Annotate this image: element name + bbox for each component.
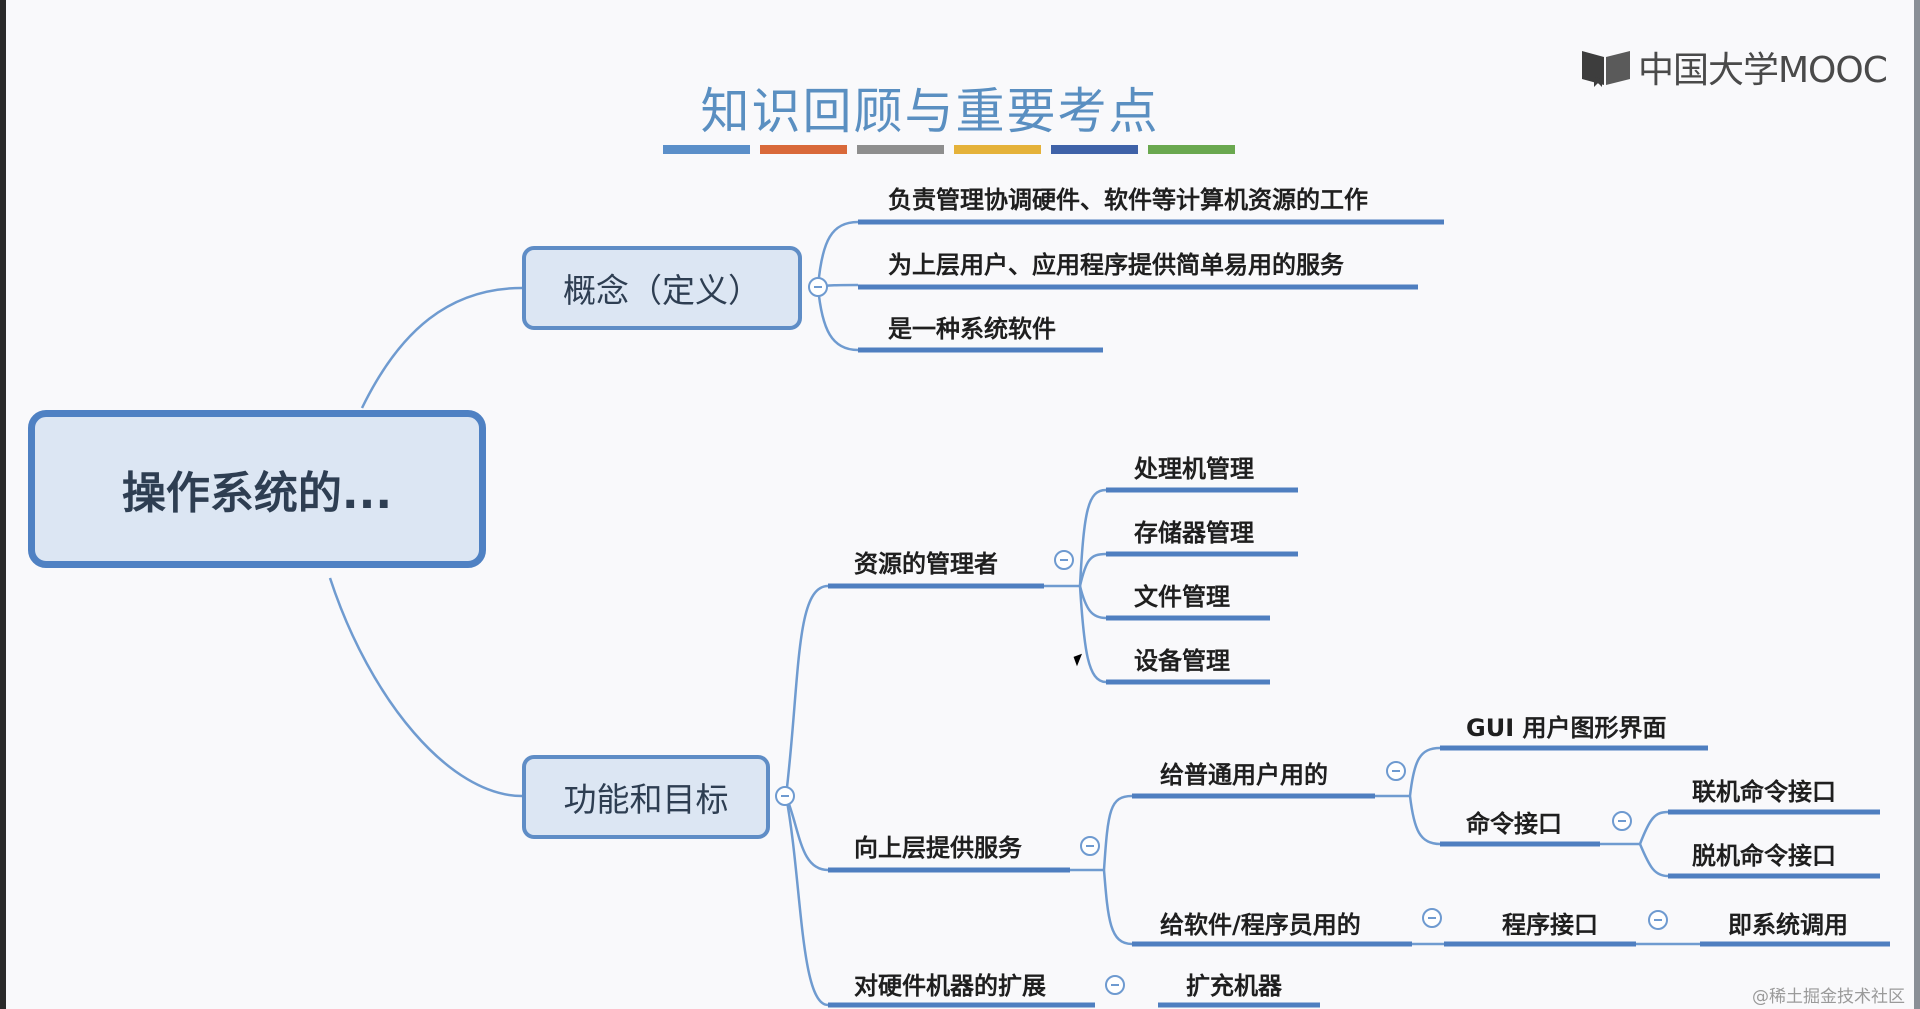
collapse-for-users-button[interactable] bbox=[1386, 761, 1406, 781]
resource-item-4[interactable]: 设备管理 bbox=[1134, 647, 1230, 675]
program-interface-node[interactable]: 程序接口 bbox=[1502, 911, 1598, 939]
command-interface-node[interactable]: 命令接口 bbox=[1466, 810, 1562, 838]
collapse-services-button[interactable] bbox=[1080, 836, 1100, 856]
book-icon bbox=[1582, 51, 1630, 87]
logo-text: 中国大学MOOC bbox=[1638, 50, 1888, 91]
collapse-program-interface-button[interactable] bbox=[1648, 910, 1668, 930]
mooc-logo: 中国大学MOOC bbox=[1580, 44, 1888, 91]
root-node-label: 操作系统的... bbox=[121, 468, 393, 519]
collapse-functions-button[interactable] bbox=[775, 786, 795, 806]
color-bar-6 bbox=[1148, 145, 1235, 154]
topic-functions[interactable]: 功能和目标 bbox=[522, 755, 770, 839]
collapse-extension-button[interactable] bbox=[1105, 975, 1125, 995]
collapse-resource-manager-button[interactable] bbox=[1054, 550, 1074, 570]
watermark: @稀土掘金技术社区 bbox=[1752, 987, 1905, 1007]
title-color-bars bbox=[663, 145, 1235, 154]
for-programmers-node[interactable]: 给软件/程序员用的 bbox=[1160, 911, 1361, 939]
color-bar-2 bbox=[760, 145, 847, 154]
extension-node[interactable]: 对硬件机器的扩展 bbox=[854, 972, 1046, 1000]
collapse-command-interface-button[interactable] bbox=[1612, 811, 1632, 831]
page-title: 知识回顾与重要考点 bbox=[700, 83, 1160, 140]
color-bar-1 bbox=[663, 145, 750, 154]
color-bar-3 bbox=[857, 145, 944, 154]
topic-concept[interactable]: 概念（定义） bbox=[522, 246, 802, 330]
color-bar-4 bbox=[954, 145, 1041, 154]
concept-item-2[interactable]: 为上层用户、应用程序提供简单易用的服务 bbox=[888, 251, 1344, 279]
services-node[interactable]: 向上层提供服务 bbox=[854, 834, 1022, 862]
system-call-node[interactable]: 即系统调用 bbox=[1728, 911, 1848, 939]
root-node[interactable]: 操作系统的... bbox=[28, 410, 486, 568]
resource-item-1[interactable]: 处理机管理 bbox=[1134, 455, 1254, 483]
resource-item-2[interactable]: 存储器管理 bbox=[1134, 519, 1254, 547]
concept-item-3[interactable]: 是一种系统软件 bbox=[888, 315, 1056, 343]
gui-node[interactable]: GUI 用户图形界面 bbox=[1466, 714, 1667, 742]
extended-machine-node[interactable]: 扩充机器 bbox=[1186, 972, 1282, 1000]
collapse-concept-button[interactable] bbox=[808, 277, 828, 297]
resource-manager-node[interactable]: 资源的管理者 bbox=[854, 550, 998, 578]
window-frame-left bbox=[0, 0, 6, 1009]
concept-item-1[interactable]: 负责管理协调硬件、软件等计算机资源的工作 bbox=[888, 186, 1368, 214]
scrollbar[interactable] bbox=[1914, 0, 1920, 1009]
for-users-node[interactable]: 给普通用户用的 bbox=[1160, 761, 1328, 789]
online-command-node[interactable]: 联机命令接口 bbox=[1692, 778, 1836, 806]
topic-functions-label: 功能和目标 bbox=[563, 780, 729, 819]
color-bar-5 bbox=[1051, 145, 1138, 154]
topic-concept-label: 概念（定义） bbox=[563, 271, 761, 310]
resource-item-3[interactable]: 文件管理 bbox=[1134, 583, 1230, 611]
collapse-for-programmers-button[interactable] bbox=[1422, 908, 1442, 928]
offline-command-node[interactable]: 脱机命令接口 bbox=[1692, 842, 1836, 870]
